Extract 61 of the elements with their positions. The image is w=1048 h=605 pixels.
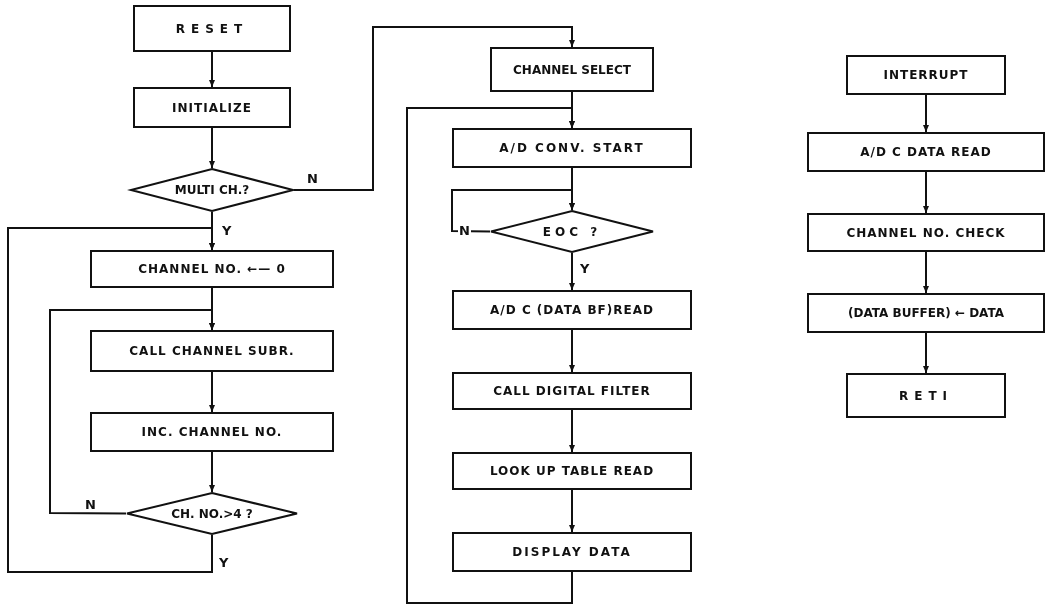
process-box <box>90 412 334 452</box>
process-box <box>846 373 1006 418</box>
edge-label: N <box>458 224 471 238</box>
process-box <box>807 132 1045 172</box>
flow-arrow <box>569 252 575 291</box>
step-label: DISPLAY DATA <box>512 545 632 559</box>
process-box <box>90 330 334 372</box>
process-box <box>846 55 1006 95</box>
edge-label: N <box>84 498 97 512</box>
edge-label: N <box>306 172 319 186</box>
process-box <box>807 293 1045 333</box>
edge-label: Y <box>579 262 591 276</box>
flow-arrow <box>923 171 929 214</box>
decision-diamond <box>490 210 654 253</box>
step-label: CHANNEL NO. ←— 0 <box>138 262 286 276</box>
process-box <box>452 290 692 330</box>
flow-arrow <box>923 332 929 374</box>
flow-arrow <box>569 329 575 373</box>
step-label: MULTI CH.? <box>174 183 250 197</box>
process-box <box>490 47 654 92</box>
step-label: RESET <box>175 21 249 36</box>
flow-arrow <box>923 251 929 294</box>
step-label: LOOK UP TABLE READ <box>489 464 655 478</box>
process-box <box>90 250 334 288</box>
step-label: RETI <box>898 388 954 403</box>
flow-arrow <box>293 26 575 191</box>
process-box <box>452 372 692 410</box>
step-label: CH. NO.>4 ? <box>171 506 253 521</box>
step-label: A/D C (DATA BF)READ <box>490 303 654 317</box>
edge-label: Y <box>218 556 230 570</box>
flow-arrow <box>7 227 215 573</box>
flow-arrow <box>209 127 215 169</box>
process-box <box>133 87 291 128</box>
step-label: EOC ? <box>542 224 602 239</box>
step-label: INITIALIZE <box>172 100 252 115</box>
flow-arrow <box>209 371 215 413</box>
step-label: A/D C DATA READ <box>860 145 992 159</box>
step-label: CHANNEL NO. CHECK <box>846 225 1006 240</box>
step-label: (DATA BUFFER) ← DATA <box>848 306 1004 320</box>
process-box <box>807 213 1045 252</box>
flow-arrow <box>49 309 215 515</box>
flow-arrow <box>923 94 929 133</box>
step-label: CALL CHANNEL SUBR. <box>129 344 295 358</box>
process-box <box>452 532 692 572</box>
step-label: INTERRUPT <box>883 68 969 82</box>
flow-arrow <box>406 107 575 604</box>
flow-arrow <box>569 409 575 453</box>
flow-arrow <box>209 451 215 493</box>
step-label: INC. CHANNEL NO. <box>141 425 283 439</box>
flow-arrow <box>569 489 575 533</box>
process-box <box>452 452 692 490</box>
process-box <box>452 128 692 168</box>
flow-arrow <box>451 189 575 233</box>
decision-diamond <box>130 168 294 212</box>
step-label: CALL DIGITAL FILTER <box>493 384 651 398</box>
decision-diamond <box>126 492 298 535</box>
process-box <box>133 5 291 52</box>
edge-label: Y <box>221 224 233 238</box>
step-label: CHANNEL SELECT <box>513 62 631 77</box>
flow-arrow <box>209 51 215 88</box>
step-label: A/D CONV. START <box>499 141 645 155</box>
